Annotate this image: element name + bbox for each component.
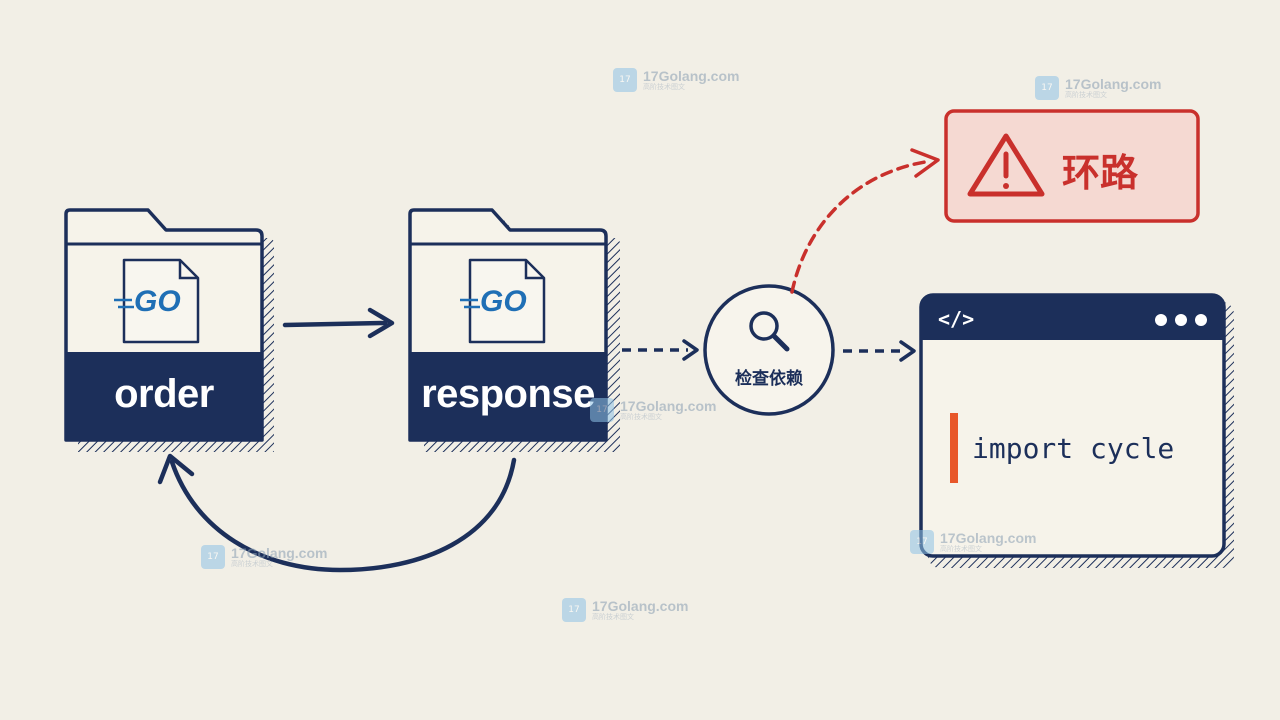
watermark-logo-icon: 17 [1035,76,1059,100]
watermark-sub: 高阶技术图文 [1065,91,1107,99]
code-text: import cycle [972,432,1175,465]
warning-triangle-icon [967,133,1045,197]
go-badge-response: GO [480,285,527,318]
watermark-site: 17Golang.com [940,530,1037,546]
watermark-site: 17Golang.com [231,545,328,561]
arrow-check-to-terminal [843,340,916,362]
watermark-logo-icon: 17 [613,68,637,92]
arrow-response-to-order [157,453,517,573]
check-dependency-label: 检查依赖 [735,369,803,389]
watermark-sub: 高阶技术图文 [592,613,634,621]
watermark-sub: 高阶技术图文 [620,413,662,421]
go-badge-order: GO [134,285,181,318]
folder-order [64,208,274,452]
code-accent-bar [950,413,958,483]
folder-label-response: response [421,372,595,416]
magnifier-icon [749,311,790,352]
watermark-logo-icon: 17 [201,545,225,569]
watermark-sub: 高阶技术图文 [940,545,982,553]
terminal-window [919,293,1234,568]
folder-label-order: order [114,372,214,416]
check-dependency-node [703,284,835,416]
window-dots-icon [1155,314,1207,326]
arrow-response-to-check [622,339,699,361]
watermark-logo-icon: 17 [562,598,586,622]
alert-label: 环路 [1062,151,1139,195]
watermark-site: 17Golang.com [1065,76,1162,92]
watermark-site: 17Golang.com [643,68,740,84]
go-file-icon [114,258,200,344]
watermark-logo-icon: 17 [910,530,934,554]
arrow-order-to-response [282,307,395,339]
alert-box [944,109,1200,223]
code-tag: </> [938,307,975,331]
folder-response [408,208,620,452]
watermark-logo-icon: 17 [590,398,614,422]
watermark-sub: 高阶技术图文 [231,560,273,568]
watermark-sub: 高阶技术图文 [643,83,685,91]
arrow-check-to-alert [790,148,940,294]
watermark-site: 17Golang.com [620,398,717,414]
go-file-icon [460,258,546,344]
watermark-site: 17Golang.com [592,598,689,614]
